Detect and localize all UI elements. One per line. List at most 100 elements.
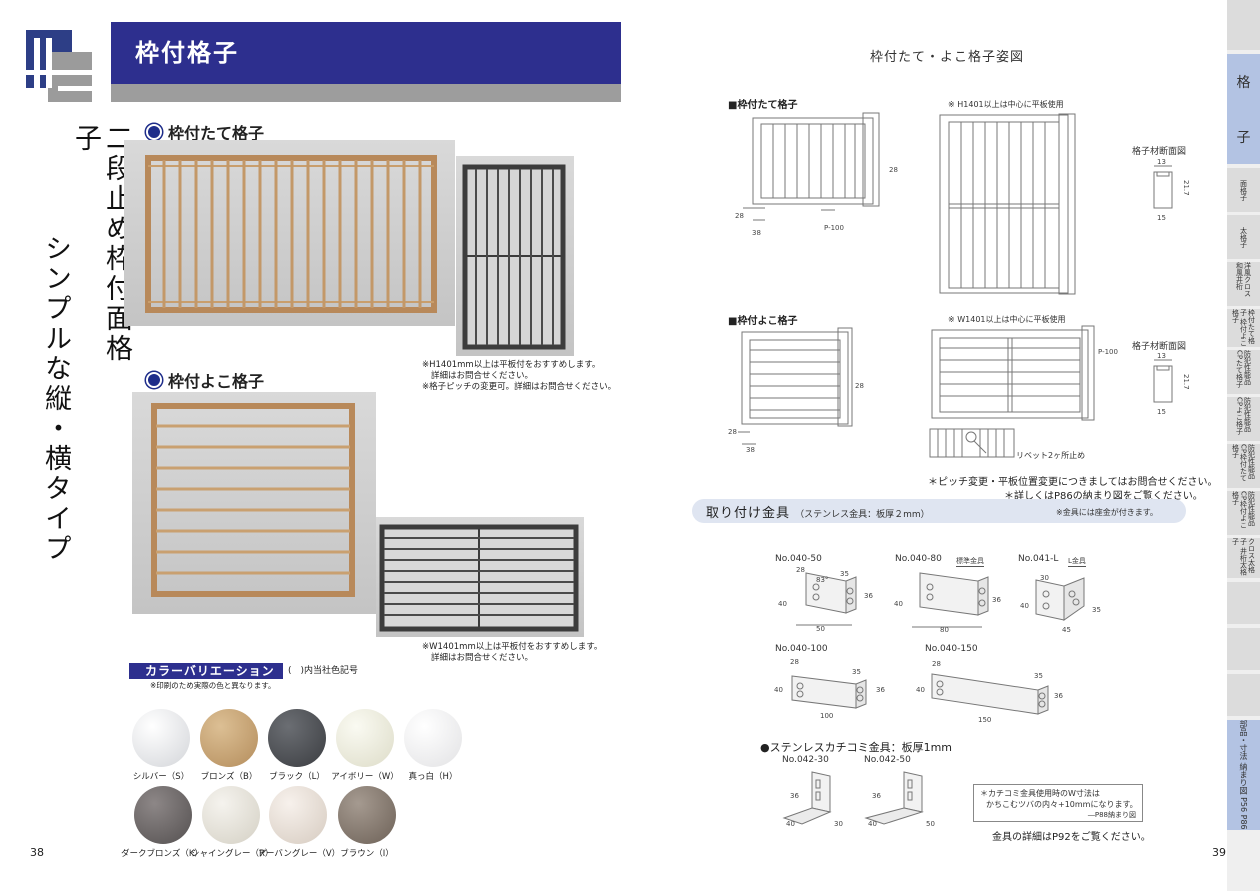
kachikomi-042-50: [864, 771, 924, 825]
dim-d: 40: [774, 686, 783, 694]
dim-15: 15: [1157, 214, 1166, 222]
page-number-left: 38: [30, 846, 44, 859]
dim-28: 28: [889, 166, 898, 174]
yoko-black-illustration: [379, 524, 579, 632]
dim-21-7: 21.7: [1182, 180, 1190, 196]
dim-b: 40: [868, 820, 877, 828]
dim-a: 36: [872, 792, 881, 800]
hardware-detail-link: 金具の詳細はP92をご覧ください。: [992, 832, 1151, 843]
dim-w: 50: [816, 625, 825, 633]
index-tab-parts[interactable]: 部品・寸法 納まり図 P56 P86: [1227, 720, 1260, 830]
rivet-detail: [929, 428, 1015, 458]
dim-b: 40: [786, 820, 795, 828]
index-blank: [1227, 628, 1260, 670]
dim-b: 35: [1092, 606, 1101, 614]
hardware-code: No.040-150: [925, 644, 978, 654]
hardware-heading-bar: [692, 499, 1186, 523]
dim-a: 36: [790, 792, 799, 800]
dim-w: 100: [820, 712, 834, 720]
index-tab[interactable]: 太格子: [1227, 215, 1260, 259]
hardware-code: No.040-80: [895, 554, 942, 564]
side-index: 格 子 面格子 太格子 洋風クロス 和風井桁 枠付たて格子 枠付よこ格子 防犯性…: [1227, 0, 1260, 891]
page-number-right: 39: [1212, 846, 1226, 859]
tate-black-illustration: [462, 164, 566, 350]
dim-d: 40: [916, 686, 925, 694]
brand-logo: [26, 30, 102, 104]
index-tab[interactable]: 防犯性能品 CPよこ格子: [1227, 397, 1260, 441]
dim-e: 30: [1040, 574, 1049, 582]
swatch-shine-gray: [202, 786, 260, 844]
index-blank-top: [1227, 0, 1260, 50]
swatch-dark-bronze: [134, 786, 192, 844]
tate-drawing-front: [743, 112, 880, 221]
photo-tate-black: [456, 156, 574, 356]
title-underbar: [111, 84, 621, 102]
swatch-label: アーバングレー（V）: [258, 849, 341, 859]
color-variation-heading: カラーバリエーション: [129, 663, 283, 679]
index-tab[interactable]: クロス太格子 井桁太格子: [1227, 538, 1260, 578]
notes-yoko: ※W1401mm以上は平板付をおすすめします。 詳細はお問合せください。: [422, 642, 603, 663]
tate-grille-illustration: [145, 155, 437, 313]
swatch-label: 真っ白（H）: [408, 772, 458, 782]
hardware-note: ※金具には座金が付きます。: [1056, 508, 1158, 517]
section-profile-1: [1153, 165, 1173, 209]
dim-28: 28: [728, 428, 737, 436]
vertical-title-2: シンプルな縦・横タイプ: [40, 234, 71, 564]
dim-13: 13: [1157, 158, 1166, 166]
bracket-040-150: [931, 673, 1049, 715]
bracket-040-50: [796, 572, 857, 626]
swatch-urban-gray: [269, 786, 327, 844]
yoko-drawing-note: ※ W1401以上は中心に平板使用: [948, 315, 1066, 324]
swatch-label: ブラウン（I）: [340, 849, 394, 859]
kachikomi-note-box: ＊カチコミ金具使用時のW寸法は かちこむツバの内々+10mmになります。 ―P8…: [973, 784, 1143, 822]
bracket-041-l: [1035, 577, 1085, 621]
dim-a: 28: [932, 660, 941, 668]
swatch-ivory: [336, 709, 394, 767]
yoko-grille-illustration: [151, 403, 355, 597]
dim-w: 80: [940, 626, 949, 634]
section-heading-yoko: 枠付よこ格子: [146, 368, 264, 392]
dim-15: 15: [1157, 408, 1166, 416]
bracket-040-100: [791, 675, 867, 709]
dim-a: 28: [790, 658, 799, 666]
hardware-code: No.040-50: [775, 554, 822, 564]
note-pitch: ＊ピッチ変更・平板位置変更につきましてはお問合せください。: [928, 477, 1218, 488]
swatch-bronze: [200, 709, 258, 767]
dim-b: 35: [1034, 672, 1043, 680]
swatch-label: シャイングレー（R）: [191, 849, 274, 859]
dim-w: 50: [926, 820, 935, 828]
index-tab[interactable]: 防犯性能品 CPたて格子: [1227, 350, 1260, 394]
bracket-040-80: [912, 572, 989, 628]
hardware-code: No.040-100: [775, 644, 828, 654]
kachikomi-042-30: [782, 771, 832, 825]
dim-28: 28: [855, 382, 864, 390]
index-tab[interactable]: 枠付たて格子 枠付よこ格子: [1227, 309, 1260, 347]
dim-deg: 83°: [816, 576, 829, 584]
section-label: 格子材断面図: [1132, 342, 1187, 352]
kachikomi-code: No.042-50: [864, 755, 911, 765]
kachikomi-heading: ●ステンレスカチコミ金具：板厚1mm: [760, 741, 953, 754]
dim-13: 13: [1157, 352, 1166, 360]
kachikomi-code: No.042-30: [782, 755, 829, 765]
notes-tate: ※H1401mm以上は平板付をおすすめします。 詳細はお問合せください。 ※格子…: [422, 360, 617, 392]
dim-28: 28: [735, 212, 744, 220]
swatch-label: ダークブロンズ（K）: [121, 849, 203, 859]
index-tab[interactable]: 防犯性能品 CP枠付たて格子: [1227, 444, 1260, 488]
yoko-drawing-back: [931, 325, 1095, 421]
index-tab[interactable]: 洋風クロス 和風井桁: [1227, 262, 1260, 306]
dim-c: 36: [876, 686, 885, 694]
dim-b: 35: [852, 668, 861, 676]
index-tab[interactable]: 面格子: [1227, 168, 1260, 212]
index-tab[interactable]: 防犯性能品 CP枠付よこ格子: [1227, 491, 1260, 535]
note-p86: ＊詳しくはP86の納まり図をご覧ください。: [1004, 491, 1203, 502]
section-heading-tate: 枠付たて格子: [146, 120, 264, 144]
photo-yoko-black: [376, 517, 584, 637]
dim-d: 40: [894, 600, 903, 608]
index-tab-active[interactable]: 格 子: [1227, 54, 1260, 164]
yoko-drawing-label: ■枠付よこ格子: [728, 316, 798, 327]
hardware-code: No.041-L: [1018, 554, 1059, 564]
dim-c: 36: [992, 596, 1001, 604]
dim-c: 36: [1054, 692, 1063, 700]
swatch-white: [404, 709, 462, 767]
hardware-heading: 取り付け金具 （ステンレス金具：板厚２mm）: [706, 506, 930, 521]
